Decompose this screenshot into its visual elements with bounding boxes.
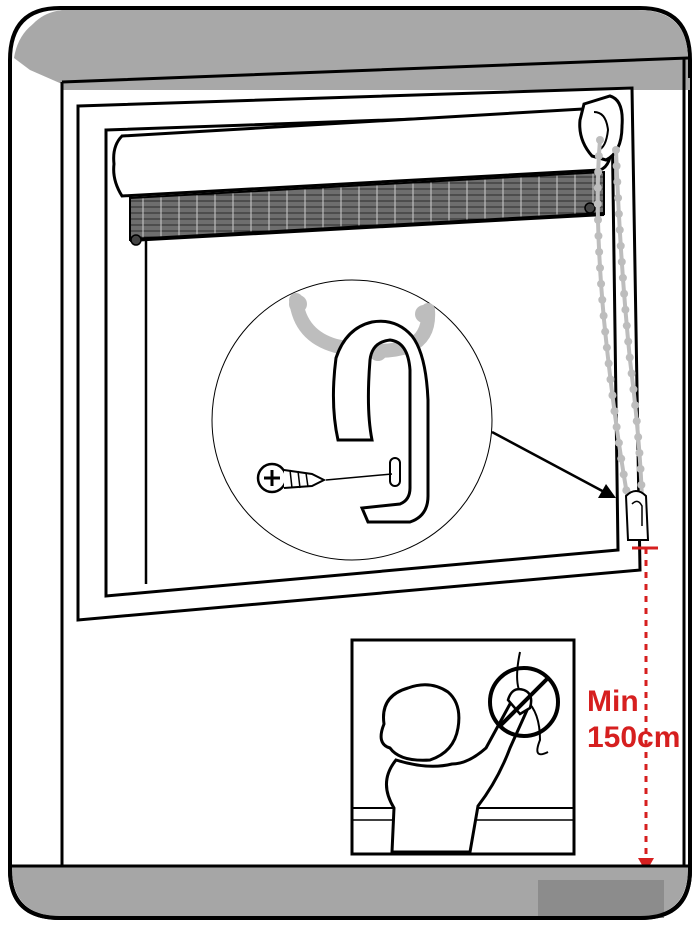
cord-bead (616, 241, 625, 250)
cord-beads (593, 136, 646, 495)
cord-bead (595, 247, 604, 256)
cord-bead (627, 369, 636, 378)
cord-bead (614, 209, 623, 218)
cord-bead (618, 273, 627, 282)
cord-bead (596, 136, 604, 144)
cord-bead (612, 422, 621, 431)
pointer-line (491, 430, 609, 496)
wall-inner-edge (60, 56, 689, 880)
screw-shaft (283, 469, 327, 489)
cord-bead (614, 193, 623, 202)
detail-pointer-arrow (491, 430, 616, 498)
cord-bead (619, 470, 628, 479)
prohibition-slash (498, 676, 550, 728)
cord-bead (624, 337, 633, 346)
wall-top-shade-left (14, 12, 62, 84)
cord-bead (601, 327, 610, 336)
detail-bead-3 (415, 305, 433, 323)
cord-bead (593, 215, 602, 224)
measurement-label-min: Min (587, 685, 639, 718)
cord-cleat-body (624, 490, 650, 541)
cord-bead (613, 177, 622, 186)
floor-block (538, 880, 664, 918)
cord-bead (622, 486, 631, 495)
prohibition-circle (488, 666, 560, 738)
cord-bead (617, 454, 626, 463)
warning-cord (516, 651, 549, 756)
cord-bead (617, 257, 626, 266)
cord-bead (612, 161, 621, 170)
blind-bracket-inner (593, 111, 610, 151)
blind-rail-end-right (584, 202, 596, 214)
wall-outline-bottom (8, 860, 692, 920)
screw-icon (256, 462, 327, 494)
cord-bead (594, 167, 603, 176)
cord-bead (631, 401, 640, 410)
cord-bead (606, 375, 615, 384)
cord-bead (621, 305, 630, 314)
child-head (379, 683, 461, 762)
cord-bead (610, 407, 619, 416)
cord-bead (625, 353, 634, 362)
cord-bead (614, 438, 623, 447)
cord-bead (598, 295, 607, 304)
blind-rail-end-left (130, 234, 142, 246)
screw-leader-line (325, 473, 393, 481)
cord-cleat (624, 490, 650, 541)
detail-cleat-slot (389, 457, 401, 487)
roller-blind (112, 94, 624, 246)
cord-bead (596, 263, 605, 272)
wall-top-shade (20, 10, 690, 90)
floor (8, 860, 692, 920)
screw-thread (289, 469, 309, 489)
cord-cleat-hook (631, 500, 643, 526)
cord-bead (599, 311, 608, 320)
detail-bead-1 (289, 295, 307, 313)
cord-bead (597, 279, 606, 288)
detail-cleat-outline (331, 319, 430, 524)
child-safety-warning-icon (350, 638, 576, 856)
cord-bead (629, 385, 638, 394)
floor-band (12, 866, 688, 916)
cord-bead (634, 433, 643, 442)
cord-bead (602, 343, 611, 352)
child-hand (506, 687, 533, 716)
cord-bead (635, 449, 644, 458)
cord-bead (615, 225, 624, 234)
cord-bead (636, 464, 645, 473)
cord-bead (622, 321, 631, 330)
cord-bead (604, 359, 613, 368)
cord-cleat-detail (211, 279, 493, 561)
cord-bead (637, 480, 646, 489)
pointer-head (598, 484, 616, 498)
cord-bead (594, 151, 603, 160)
cord-bead (632, 417, 641, 426)
blind-bottom-rail (129, 212, 605, 242)
cord-bead (593, 183, 602, 192)
screw-cross (264, 470, 280, 486)
cord-bead (620, 289, 629, 298)
cord-bead (594, 231, 603, 240)
cord-bead (608, 391, 617, 400)
cord-bead (593, 199, 602, 208)
cord-bead (612, 146, 620, 154)
measurement-label-height: 150cm (587, 721, 681, 754)
